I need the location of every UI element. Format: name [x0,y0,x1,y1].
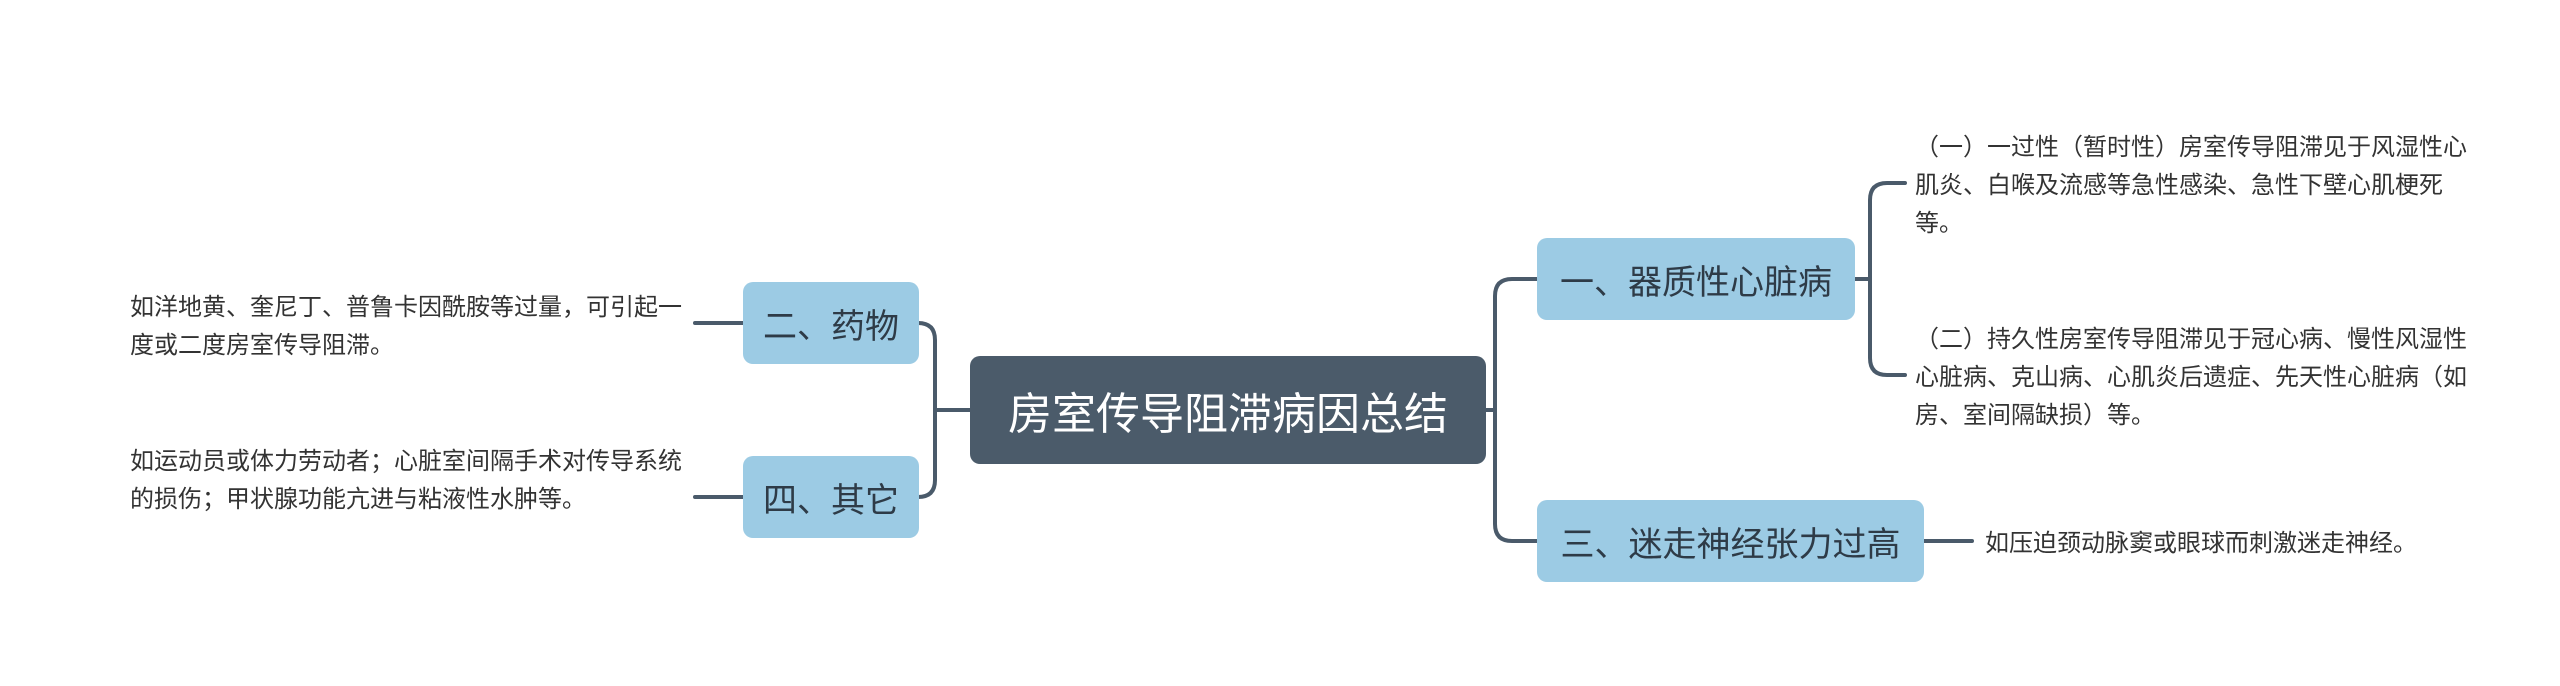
leaf-vagal-stimulation[interactable]: 如压迫颈动脉窦或眼球而刺激迷走神经。 [1985,529,2417,557]
branch-label: 四、其它 [763,480,899,521]
leaf-drug-overdose[interactable]: 如洋地黄、奎尼丁、普鲁卡因酰胺等过量，可引起一度或二度房室传导阻滞。 [130,293,682,359]
branch-organic-heart-disease[interactable]: 一、器质性心脏病 [1537,238,1855,320]
branch-label: 一、器质性心脏病 [1560,262,1832,303]
leaf-persistent-block[interactable]: （二）持久性房室传导阻滞见于冠心病、慢性风湿性心脏病、克山病、心肌炎后遗症、先天… [1915,325,2467,429]
connector-b1-to-leaf-a [1868,181,1907,281]
branch-label: 三、迷走神经张力过高 [1560,524,1901,565]
connector-b1-to-leaf-b [1868,277,1907,377]
leaf-transient-block[interactable]: （一）一过性（暂时性）房室传导阻滞见于风湿性心肌炎、白喉及流感等急性感染、急性下… [1915,133,2467,237]
connector-root-to-b2 [917,321,937,412]
leaf-other-causes[interactable]: 如运动员或体力劳动者；心脏室间隔手术对传导系统的损伤；甲状腺功能亢进与粘液性水肿… [130,447,682,513]
branch-vagal-tone[interactable]: 三、迷走神经张力过高 [1537,500,1924,582]
branch-drugs[interactable]: 二、药物 [743,282,919,364]
connector-root-to-b4 [917,408,937,499]
central-topic-label: 房室传导阻滞病因总结 [1008,389,1448,440]
branch-label: 二、药物 [763,306,899,347]
connector-root-to-b1 [1493,277,1539,412]
branch-others[interactable]: 四、其它 [743,456,919,538]
connector-root-to-b3 [1493,408,1539,543]
central-topic[interactable]: 房室传导阻滞病因总结 [970,356,1486,464]
